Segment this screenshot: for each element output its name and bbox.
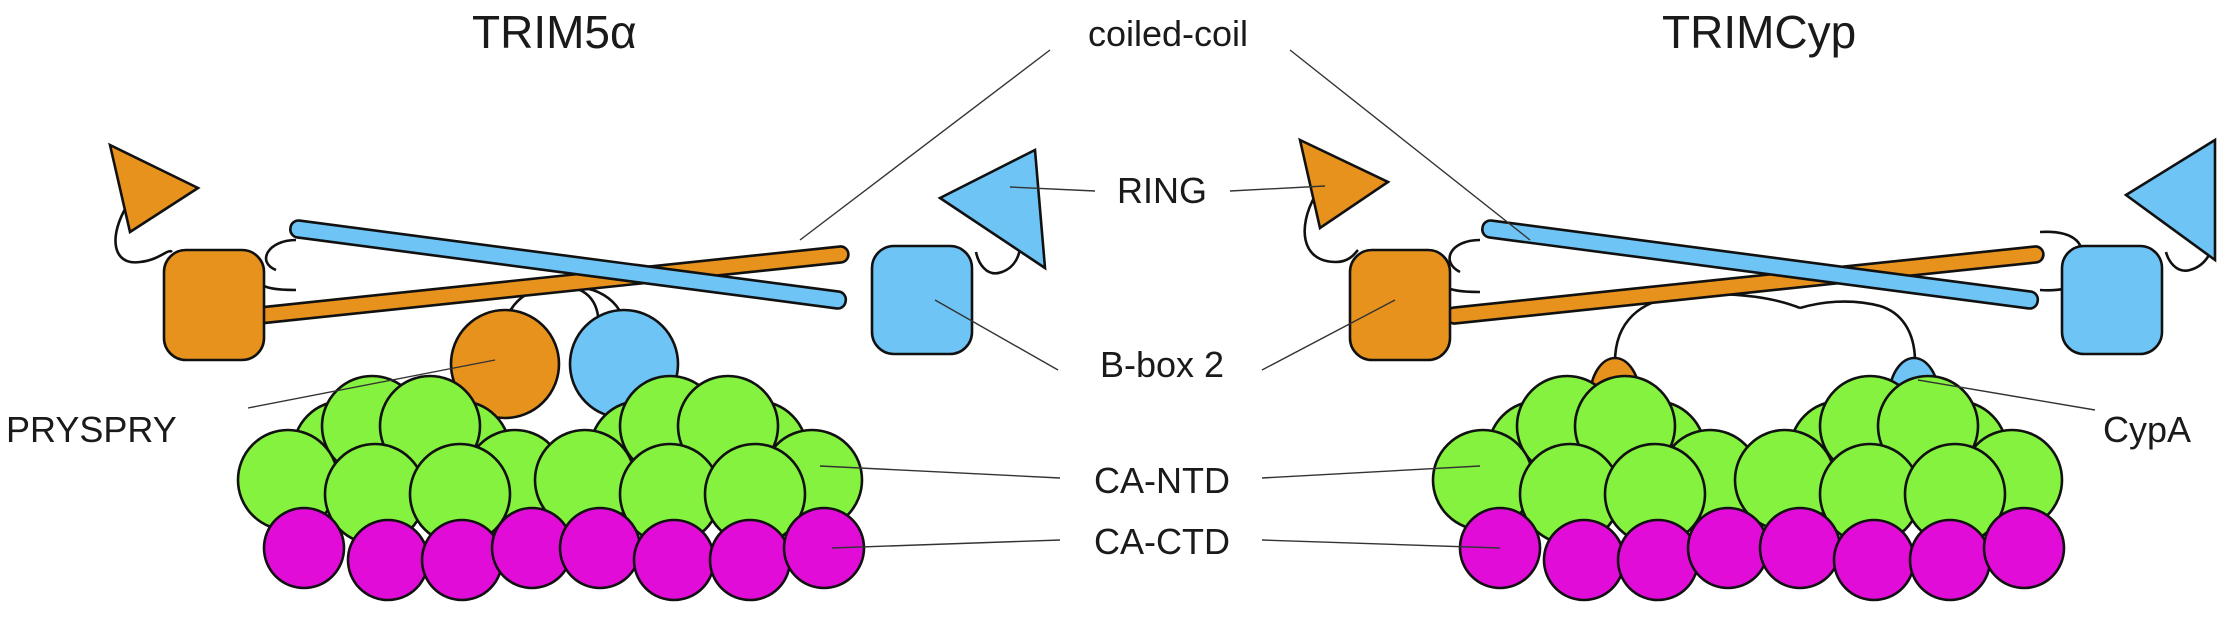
title-trim5alpha: TRIM5α — [472, 6, 637, 58]
label-cypa: CypA — [2103, 409, 2191, 450]
label-pryspry: PRYSPRY — [6, 409, 177, 450]
coiled-coil-blue-rod — [289, 219, 848, 310]
ring-blue-triangle — [937, 147, 1047, 271]
ca-ctd-row-left — [262, 506, 866, 602]
ca-ctd-sphere — [1542, 518, 1626, 602]
coiled-coil-blue-rod — [1481, 219, 2040, 310]
leader-ring-right — [1229, 185, 1326, 192]
leader-ca-ntd-left — [819, 465, 1061, 479]
label-ring: RING — [1117, 170, 1207, 211]
linker-left-cc-top — [264, 238, 297, 272]
ca-ctd-sphere — [1686, 506, 1770, 590]
linker-right-blue-cypa — [1799, 300, 1917, 363]
bbox2-orange-square — [1348, 248, 1452, 362]
ca-ctd-sphere — [1832, 518, 1916, 602]
ca-ntd-lattice-right — [1431, 374, 2064, 546]
linker-left-cc-bottom — [260, 278, 297, 292]
leader-ring-left — [1009, 186, 1096, 192]
ca-ctd-sphere — [1982, 506, 2066, 590]
ca-ctd-sphere — [1908, 518, 1992, 602]
bbox2-orange-square — [162, 248, 266, 362]
ring-blue-triangle — [2123, 137, 2217, 263]
leader-lines — [247, 49, 2096, 549]
ca-ctd-sphere — [708, 518, 792, 602]
label-coiled-coil: coiled-coil — [1088, 13, 1248, 54]
ring-orange-triangle — [108, 142, 201, 235]
leader-coiled-coil-left — [799, 49, 1051, 241]
ca-ctd-sphere — [420, 518, 504, 602]
ca-ctd-sphere — [262, 506, 346, 590]
bbox2-blue-square — [2060, 244, 2164, 356]
leader-coiled-coil-right — [1289, 49, 1531, 241]
leader-ca-ctd-left — [831, 539, 1061, 549]
linker-right-cc-top — [1448, 238, 1481, 274]
ca-ctd-sphere — [1616, 518, 1700, 602]
leader-ca-ctd-right — [1261, 539, 1501, 549]
linker-left-orange-ring — [114, 203, 173, 264]
ca-ctd-sphere — [558, 506, 642, 590]
linker-right-orange-ring — [1303, 195, 1359, 264]
label-ca-ntd: CA-NTD — [1094, 460, 1230, 501]
leader-pryspry — [247, 359, 496, 409]
leader-cypa — [1917, 379, 2096, 411]
ca-ntd-lattice-left — [236, 374, 864, 546]
ca-ctd-sphere — [632, 518, 716, 602]
leader-ca-ntd-right — [1261, 465, 1481, 479]
trimcyp-dimer — [1298, 137, 2217, 602]
label-ca-ctd: CA-CTD — [1094, 521, 1230, 562]
ca-ctd-sphere — [782, 506, 866, 590]
ca-ctd-sphere — [1758, 506, 1842, 590]
ca-ctd-sphere — [346, 518, 430, 602]
leader-bbox2-left — [934, 299, 1059, 371]
title-trimcyp: TRIMCyp — [1662, 6, 1856, 58]
ca-ctd-row-right — [1458, 506, 2066, 602]
label-bbox2: B-box 2 — [1100, 344, 1224, 385]
pryspry-orange-domain — [449, 308, 561, 420]
bbox2-blue-square — [870, 244, 974, 356]
trim5alpha-dimer — [108, 142, 1047, 602]
ring-orange-triangle — [1298, 137, 1391, 231]
leader-bbox2-right — [1261, 299, 1396, 371]
